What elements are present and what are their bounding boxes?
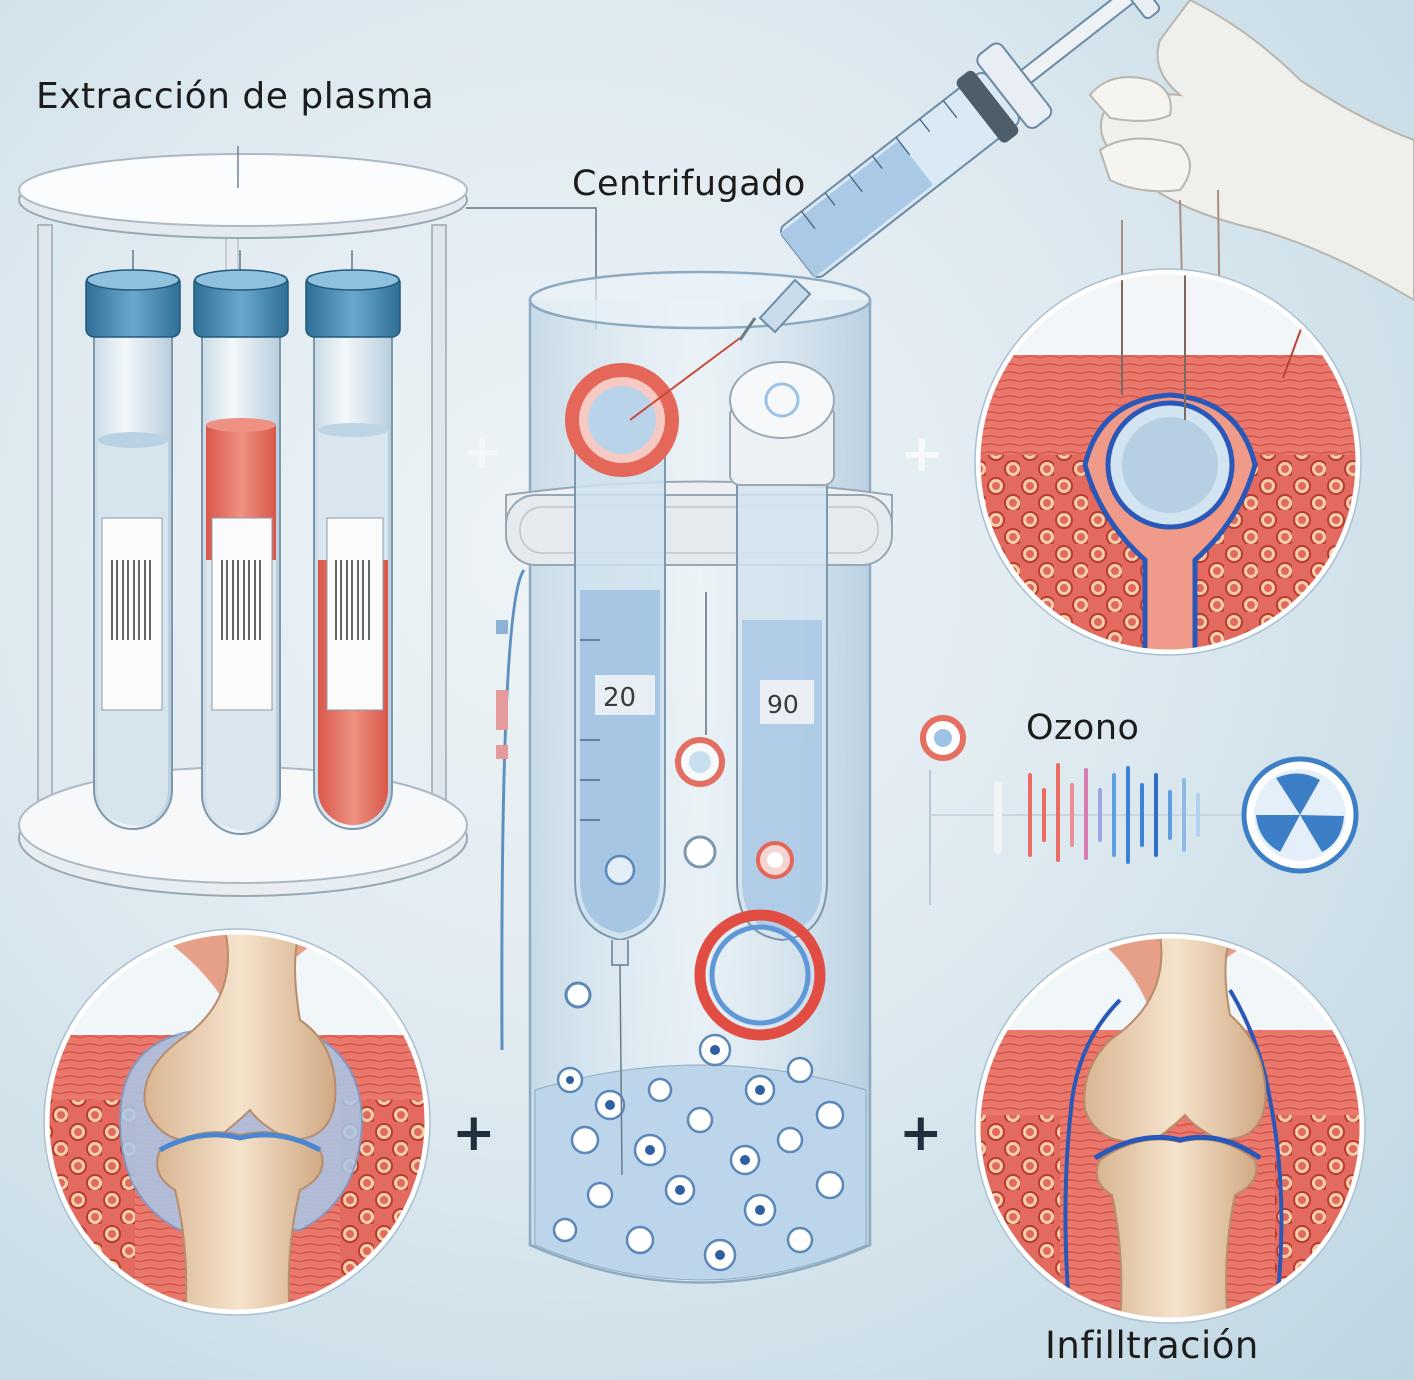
plus-connector-2: + <box>900 424 944 484</box>
floating-cells <box>564 592 826 1041</box>
plus-connector-3: + <box>452 1103 496 1163</box>
inner-tube-left: 20 <box>565 363 679 1176</box>
test-tube-blood-bottom <box>305 250 401 830</box>
skin-tissue-injection <box>974 268 1362 656</box>
svg-text:20: 20 <box>603 683 636 713</box>
inner-tube-right: 90 <box>729 361 835 942</box>
label-extraccion-plasma: Extracción de plasma <box>36 76 435 117</box>
fan-icon <box>1241 756 1359 874</box>
label-ozono: Ozono <box>1026 708 1140 748</box>
syringe <box>629 0 1161 421</box>
label-infiltracion: Infilltración <box>1045 1324 1259 1367</box>
label-centrifugado: Centrifugado <box>572 164 806 204</box>
test-tube-plasma <box>85 250 181 830</box>
gloved-hand <box>1088 0 1414 411</box>
ozone-waveform <box>920 715 1250 905</box>
knee-joint-right <box>974 932 1366 1324</box>
test-tube-blood-top <box>193 250 289 835</box>
knee-joint-left <box>43 928 431 1316</box>
plus-connector-4: + <box>899 1103 943 1163</box>
svg-text:90: 90 <box>767 690 799 719</box>
plus-connector-1: + <box>462 424 503 480</box>
